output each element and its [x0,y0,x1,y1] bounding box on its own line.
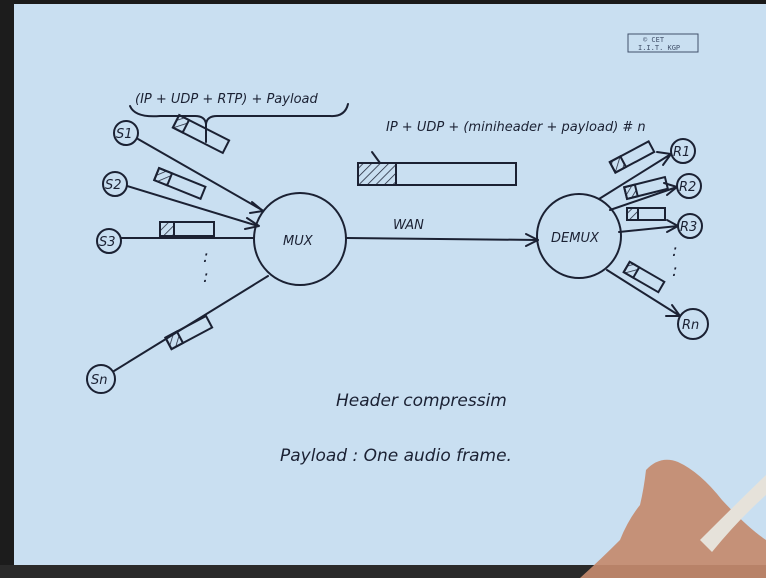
receiver-rn-label: Rn [682,318,699,333]
packet-formula-label: (IP + UDP + RTP) + Payload [135,92,318,107]
stamp-line2: I.I.T. KGP [638,44,680,52]
source-ellipsis-1: : [203,247,209,267]
payload-note: Payload : One audio frame. [280,446,512,466]
receiver-r2-label: R2 [679,180,696,195]
demux-label: DEMUX [551,231,600,246]
wan-packet-formula-label: IP + UDP + (miniheader + payload) # n [386,120,646,135]
wan-label: WAN [393,218,424,233]
receiver-r3-label: R3 [680,220,697,235]
header-compression-note: Header compressim [336,391,507,411]
source-s1-label: S1 [116,127,133,142]
receiver-ellipsis-2: : [672,261,678,281]
receiver-r1-label: R1 [673,145,690,160]
source-s3-label: S3 [99,235,116,250]
stamp-line1: © CET [643,36,665,44]
left-border [0,0,14,578]
source-ellipsis-2: : [203,267,209,287]
receiver-ellipsis-1: : [672,241,678,261]
source-s2-label: S2 [105,178,122,193]
source-sn-label: Sn [91,373,108,388]
mux-label: MUX [283,234,314,249]
